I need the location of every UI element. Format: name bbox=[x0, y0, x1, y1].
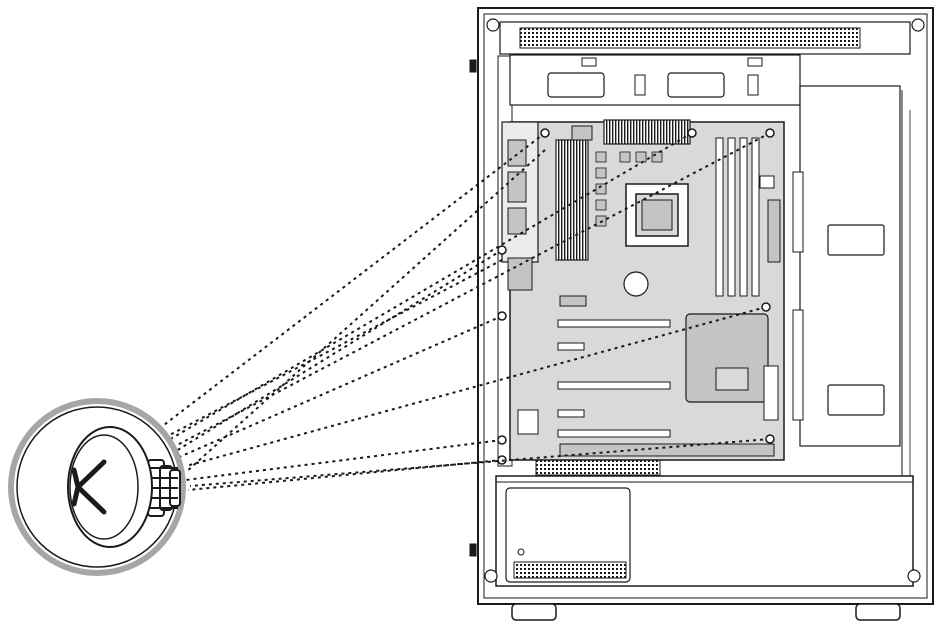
pcie-slot-3 bbox=[557, 381, 671, 390]
panel-cutout-upper bbox=[827, 224, 885, 256]
bottom-header-row bbox=[559, 443, 775, 457]
psu-vent bbox=[513, 561, 627, 579]
psu-window bbox=[505, 487, 631, 583]
capacitor bbox=[635, 151, 647, 163]
atx-24pin-connector bbox=[767, 199, 781, 263]
dimm-slot-1 bbox=[715, 137, 724, 297]
case-inner-frame bbox=[483, 13, 928, 599]
cpu-power-connector bbox=[571, 125, 593, 141]
phillips-slot-edge bbox=[71, 467, 81, 507]
standoff-screw bbox=[161, 128, 697, 445]
standoff-screws bbox=[159, 128, 775, 491]
corner-screw-tl bbox=[486, 18, 500, 32]
io-port-1 bbox=[507, 139, 527, 167]
pc-case bbox=[469, 7, 934, 621]
tray-cutout-1 bbox=[547, 72, 605, 98]
chipset-logo-plate bbox=[715, 367, 749, 391]
cmos-battery bbox=[623, 271, 649, 297]
top-mesh-vent bbox=[519, 27, 861, 49]
cpu-lga bbox=[641, 199, 673, 231]
pcie-slots bbox=[557, 319, 671, 438]
dimm-slot-3 bbox=[739, 137, 748, 297]
dimm-slot-2 bbox=[727, 137, 736, 297]
pcie-slot-4 bbox=[557, 409, 585, 418]
screw-callout bbox=[8, 398, 186, 576]
psu-screw bbox=[517, 548, 525, 556]
vrm-heatsink-left bbox=[555, 139, 589, 261]
side-knob-upper bbox=[469, 59, 477, 73]
capacitor bbox=[595, 151, 607, 163]
tray-clip-3 bbox=[634, 74, 646, 96]
screw-head-face bbox=[69, 434, 139, 540]
tray-clip-1 bbox=[581, 57, 597, 67]
leader-line bbox=[185, 149, 546, 473]
standoff-screw bbox=[189, 434, 775, 487]
side-knob-lower bbox=[469, 543, 477, 557]
pcie-slot-2 bbox=[557, 342, 585, 351]
tray-cutout-2 bbox=[667, 72, 725, 98]
standoff-screw bbox=[163, 128, 775, 453]
corner-screw-br bbox=[907, 569, 921, 583]
capacitor bbox=[595, 167, 607, 179]
audio-chip bbox=[517, 409, 539, 435]
capacitor bbox=[619, 151, 631, 163]
motherboard bbox=[501, 119, 785, 461]
m2-heatsink bbox=[559, 295, 587, 307]
case-foot-left bbox=[511, 603, 557, 621]
pcie-slot-1 bbox=[557, 319, 671, 328]
tray-clip-4 bbox=[747, 74, 759, 96]
leader-line bbox=[163, 259, 503, 439]
panel-cutout-lower bbox=[827, 384, 885, 416]
fan-header bbox=[759, 175, 775, 189]
corner-screw-bl bbox=[484, 569, 498, 583]
vrm-heatsink-top bbox=[603, 119, 691, 145]
sata-ports bbox=[763, 365, 779, 421]
capacitor bbox=[651, 151, 663, 163]
capacitor bbox=[595, 199, 607, 211]
case-foot-right bbox=[855, 603, 901, 621]
standoff-screw bbox=[167, 311, 507, 463]
standoff-screw bbox=[159, 128, 550, 429]
grommet-2 bbox=[792, 309, 804, 421]
tray-clip-2 bbox=[747, 57, 763, 67]
corner-screws bbox=[484, 18, 925, 583]
dimm-slots bbox=[715, 137, 760, 297]
pcie-slot-5 bbox=[557, 429, 671, 438]
capacitor bbox=[595, 183, 607, 195]
corner-screw-tr bbox=[911, 18, 925, 32]
dimm-slot-4 bbox=[751, 137, 760, 297]
standoff-screw bbox=[185, 435, 507, 481]
io-port-3 bbox=[507, 207, 527, 235]
io-audio bbox=[507, 257, 533, 291]
phillips-slot-icon bbox=[75, 459, 107, 515]
standoff-screw bbox=[167, 245, 507, 457]
io-port-2 bbox=[507, 171, 527, 203]
standoff-screw bbox=[185, 302, 771, 467]
grommet-1 bbox=[792, 171, 804, 253]
